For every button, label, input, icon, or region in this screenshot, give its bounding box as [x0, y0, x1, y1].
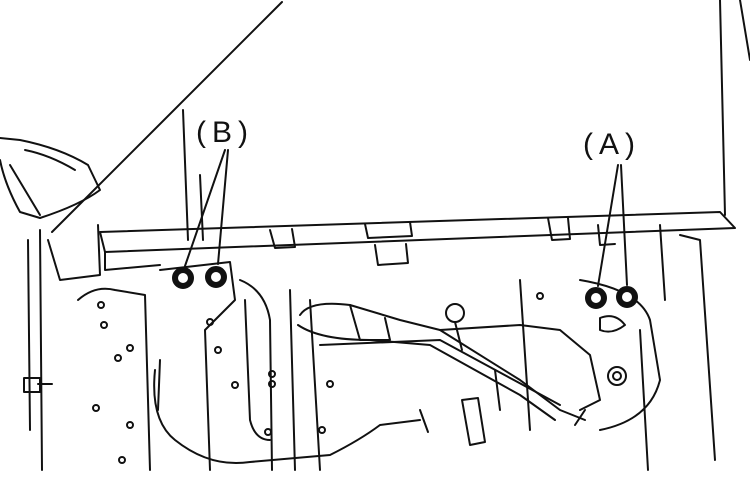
- bolt-group-a: [585, 286, 638, 309]
- callout-label-b: (B): [196, 116, 254, 149]
- side-mirror: [0, 137, 101, 219]
- cable-harness: [153, 359, 486, 465]
- leader-lines: [184, 149, 628, 287]
- callout-label-a: (A): [583, 128, 641, 161]
- bolt-group-b: [172, 266, 227, 289]
- door-inner-panel: [27, 229, 661, 471]
- window-frame: [47, 0, 750, 281]
- panel-holes: [23, 292, 627, 464]
- window-regulator: [297, 302, 601, 426]
- door-upper-rail: [99, 211, 736, 461]
